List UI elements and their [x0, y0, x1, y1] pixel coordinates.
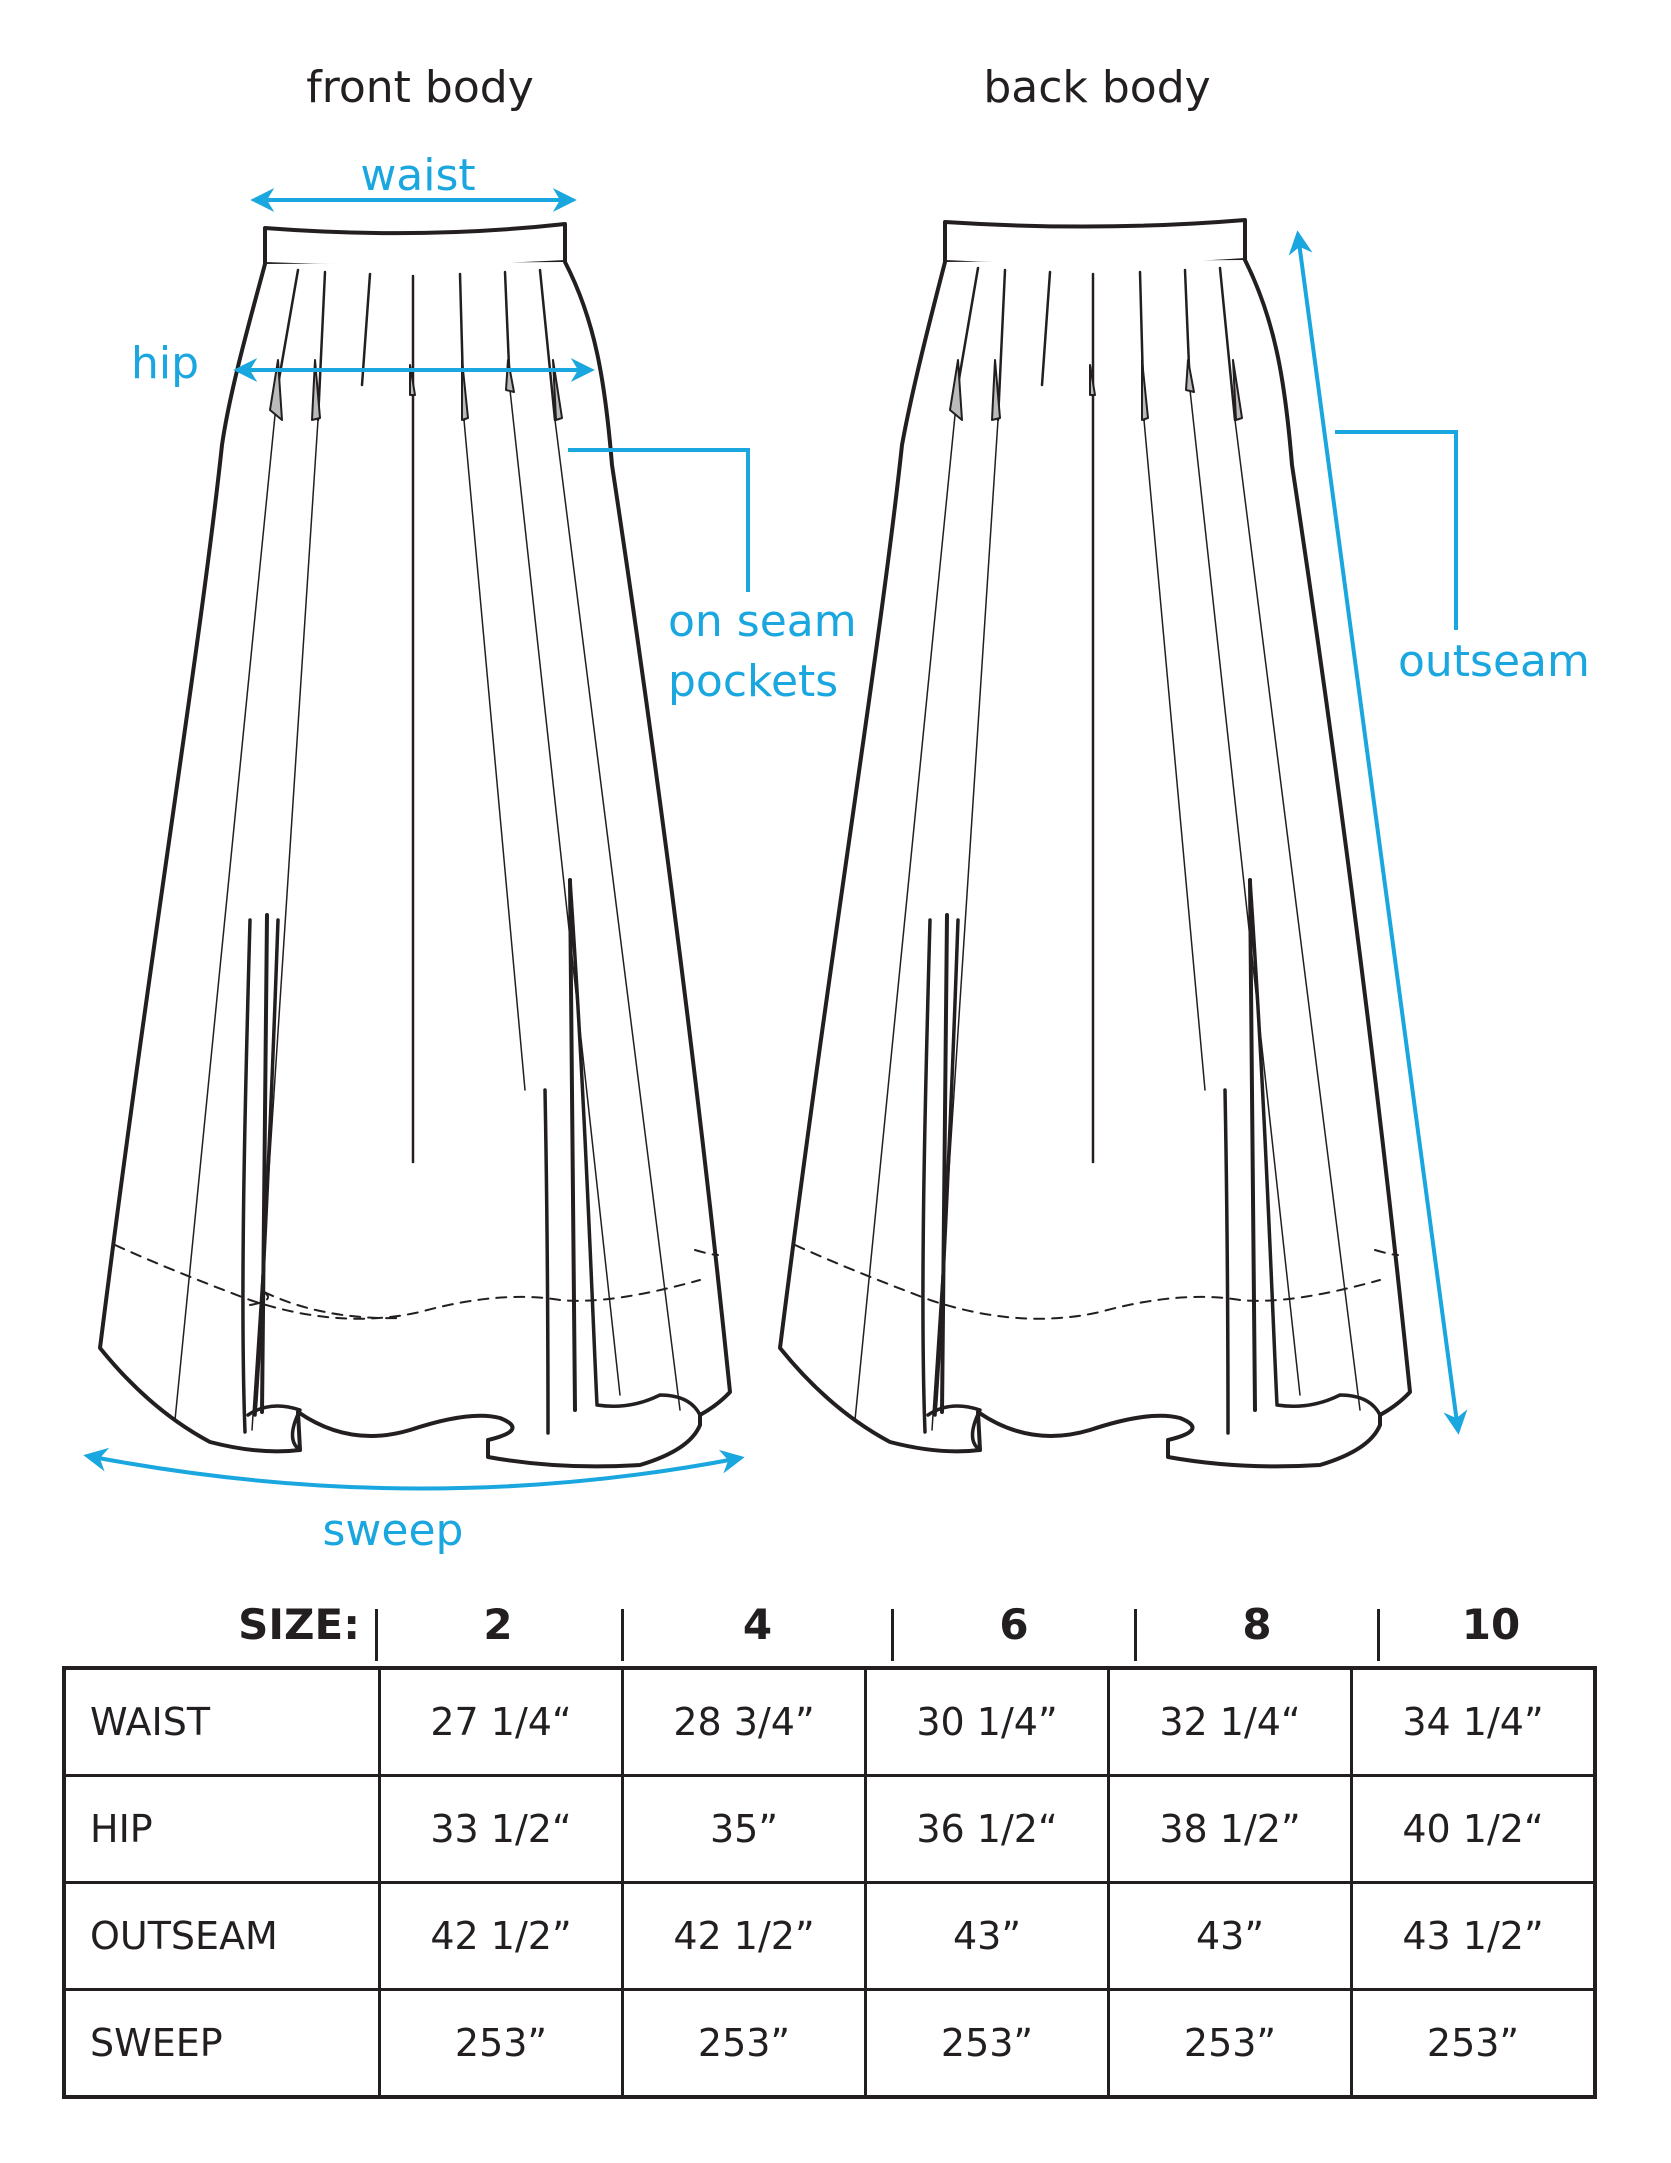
row-label-sweep: SWEEP	[62, 1988, 381, 2099]
table-cell: 33 1/2“	[378, 1774, 624, 1884]
table-row: OUTSEAM 42 1/2” 42 1/2” 43” 43” 43 1/2”	[62, 1881, 1597, 1991]
table-cell: 253”	[1107, 1988, 1353, 2099]
size-4-header: 4	[742, 1600, 773, 1649]
table-row: HIP 33 1/2“ 35” 36 1/2“ 38 1/2” 40 1/2“	[62, 1774, 1597, 1884]
table-cell: 35”	[621, 1774, 867, 1884]
size-chart-table: WAIST 27 1/4“ 28 3/4” 30 1/4” 32 1/4“ 34…	[62, 1666, 1597, 2099]
table-cell: 38 1/2”	[1107, 1774, 1353, 1884]
size-header-row: SIZE: 2 4 6 8 10	[62, 1595, 1602, 1661]
table-cell: 30 1/4”	[864, 1666, 1110, 1777]
front-body-title: front body	[306, 62, 533, 113]
table-cell: 34 1/4”	[1350, 1666, 1597, 1777]
front-skirt	[98, 222, 732, 1469]
table-cell: 43”	[1107, 1881, 1353, 1991]
outseam-label: outseam	[1398, 636, 1590, 687]
table-cell: 40 1/2“	[1350, 1774, 1597, 1884]
back-skirt	[778, 218, 1412, 1469]
row-label-waist: WAIST	[62, 1666, 381, 1777]
table-cell: 42 1/2”	[621, 1881, 867, 1991]
table-row: WAIST 27 1/4“ 28 3/4” 30 1/4” 32 1/4“ 34…	[62, 1666, 1597, 1777]
row-label-outseam: OUTSEAM	[62, 1881, 381, 1991]
pockets-label-line2: pockets	[668, 656, 838, 707]
waist-label: waist	[360, 150, 475, 201]
size-10-header: 10	[1461, 1600, 1521, 1649]
table-row: SWEEP 253” 253” 253” 253” 253”	[62, 1988, 1597, 2099]
back-body-title: back body	[983, 62, 1210, 113]
size-6-header: 6	[999, 1600, 1029, 1649]
measurement-callouts	[83, 188, 1468, 1491]
table-cell: 43 1/2”	[1350, 1881, 1597, 1991]
table-cell: 253”	[621, 1988, 867, 2099]
row-label-hip: HIP	[62, 1774, 381, 1884]
skirt-flat-sketch: front body back body	[83, 62, 1590, 1556]
table-cell: 253”	[378, 1988, 624, 2099]
outseam-leader-line	[1335, 430, 1458, 630]
table-cell: 42 1/2”	[378, 1881, 624, 1991]
sweep-arrow	[83, 1447, 745, 1491]
front-skirt-outline	[98, 260, 732, 1469]
table-cell: 253”	[1350, 1988, 1597, 2099]
pockets-leader-line	[568, 448, 750, 592]
table-cell: 28 3/4”	[621, 1666, 867, 1777]
front-waistband	[263, 222, 567, 269]
size-2-header: 2	[483, 1600, 513, 1649]
table-cell: 27 1/4“	[378, 1666, 624, 1777]
back-waistband	[943, 218, 1247, 268]
size-label: SIZE:	[238, 1600, 360, 1649]
table-cell: 43”	[864, 1881, 1110, 1991]
table-cell: 36 1/2“	[864, 1774, 1110, 1884]
pockets-label-line1: on seam	[668, 596, 857, 647]
size-8-header: 8	[1242, 1600, 1272, 1649]
back-skirt-outline	[778, 258, 1412, 1469]
outseam-arrow	[1288, 230, 1468, 1435]
table-cell: 253”	[864, 1988, 1110, 2099]
table-cell: 32 1/4“	[1107, 1666, 1353, 1777]
sweep-label: sweep	[323, 1505, 464, 1556]
hip-label: hip	[131, 338, 199, 389]
